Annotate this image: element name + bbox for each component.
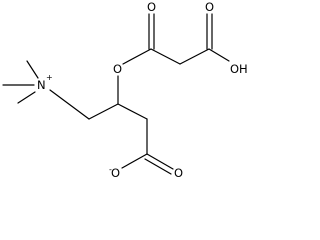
bond-acid-c-to-oh (208, 48, 230, 62)
bond-ch2-to-acid-c (179, 48, 210, 65)
carboxylate-charge-label: - (109, 165, 112, 174)
bond-n-to-methyl-up (26, 60, 39, 79)
bond-ester-o-to-carbonyl-c (122, 48, 152, 65)
bond-carboxylate-c-to-o-upper (146, 153, 174, 170)
bond-ch-to-ch2-right (117, 103, 148, 120)
hydroxyl-label: OH (230, 62, 248, 76)
ester-oxygen-label: O (113, 62, 122, 76)
bond-carbonyl-c-to-ch2 (150, 48, 181, 65)
bond-n-to-methyl-down (17, 91, 36, 104)
chemical-structure: O O O OH N + O - O (2, 0, 248, 180)
structure-canvas: O O O OH N + O - O (2, 0, 248, 180)
carboxylate-oxygen-double-label: O (174, 166, 183, 180)
bond-ch-to-ch2-left (88, 103, 119, 120)
bond-carboxylate-c-to-o-lower (144, 158, 172, 175)
ester-carbonyl-oxygen-label: O (147, 0, 156, 14)
ammonium-nitrogen-label: N (37, 78, 46, 92)
ammonium-charge-label: + (46, 73, 53, 82)
bond-carboxylate-c-to-o-minus (121, 153, 148, 169)
bond-ch2-to-n (49, 89, 90, 120)
carboxylate-oxygen-single-label: O (111, 166, 120, 180)
acid-carbonyl-oxygen-label: O (205, 0, 214, 14)
